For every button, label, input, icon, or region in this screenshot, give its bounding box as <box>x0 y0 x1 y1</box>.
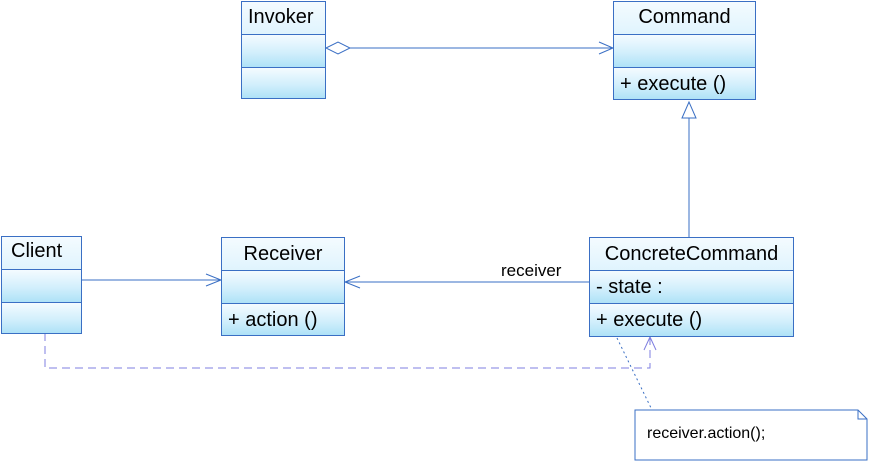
receiver-attributes <box>222 270 344 303</box>
command-class[interactable]: Command + execute () <box>613 1 756 100</box>
generalization-arrow <box>681 100 697 237</box>
command-operation: + execute () <box>614 67 755 99</box>
command-attributes <box>614 34 755 67</box>
client-attributes <box>2 269 81 302</box>
receiver-class[interactable]: Receiver + action () <box>221 237 345 336</box>
note-text: receiver.action(); <box>647 425 766 442</box>
note-anchor <box>616 337 653 411</box>
client-class[interactable]: Client <box>1 236 82 334</box>
invoker-command-aggregation <box>324 41 615 55</box>
invoker-operations <box>242 67 325 98</box>
client-class-name: Client <box>11 240 63 262</box>
concrete-command-operation: + execute () <box>590 303 793 336</box>
note <box>634 409 868 461</box>
receiver-role-label: receiver <box>501 261 562 280</box>
invoker-attributes <box>242 34 325 67</box>
command-receiver-association <box>343 275 589 289</box>
command-class-name: Command <box>638 6 731 28</box>
concrete-command-class-name: ConcreteCommand <box>604 243 779 265</box>
client-dependency <box>44 333 657 369</box>
client-receiver-association <box>82 273 223 287</box>
receiver-class-name: Receiver <box>243 243 323 265</box>
concrete-command-class[interactable]: ConcreteCommand - state : + execute () <box>589 237 794 337</box>
receiver-operation: + action () <box>222 303 344 335</box>
invoker-class-name: Invoker <box>248 6 314 28</box>
concrete-command-attribute: - state : <box>590 270 793 303</box>
invoker-class[interactable]: Invoker <box>241 1 326 99</box>
client-operations <box>2 302 81 333</box>
